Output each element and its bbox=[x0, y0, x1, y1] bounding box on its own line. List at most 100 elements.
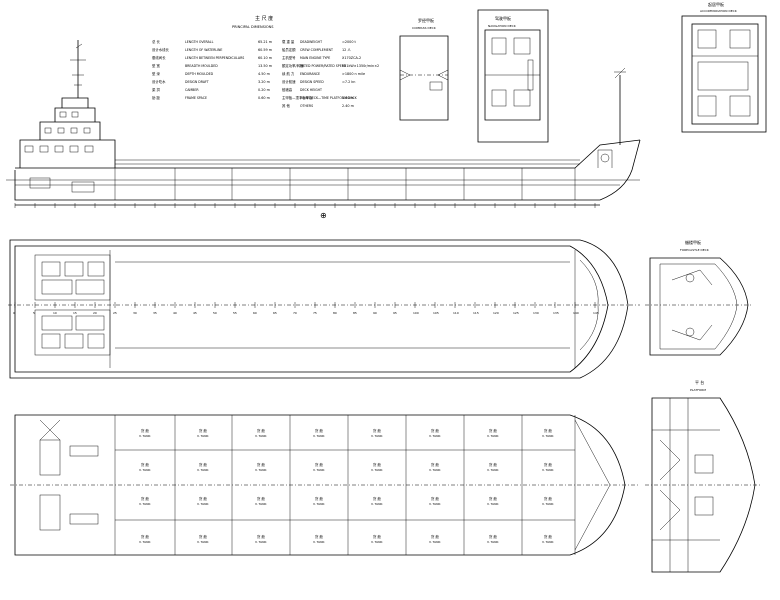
hold-label-cn: 货 舱 bbox=[199, 534, 207, 539]
deck-tick-label: 55 bbox=[233, 311, 237, 315]
hold-label-cn: 货 舱 bbox=[315, 496, 323, 501]
dim-value: 4.50 m bbox=[258, 72, 271, 76]
hold-label-en: V. TANK bbox=[487, 434, 499, 438]
hold-label-cn: 货 舱 bbox=[489, 534, 497, 539]
deck-tick-label: 95 bbox=[393, 311, 397, 315]
dim-right-en: DEADWEIGHT bbox=[300, 40, 322, 44]
hold-label-en: V. TANK bbox=[371, 468, 383, 472]
hold-label-en: V. TANK bbox=[487, 468, 499, 472]
hold-label-en: V. TANK bbox=[197, 540, 209, 544]
hold-label-en: V. TANK bbox=[255, 434, 267, 438]
hold-label-en: V. TANK bbox=[371, 434, 383, 438]
dimensions-title-en: PRINCIPAL DIMENSIONS bbox=[232, 25, 274, 29]
dim-right-en: CREW COMPLEMENT bbox=[300, 48, 333, 52]
hold-label-en: V. TANK bbox=[313, 502, 325, 506]
hold-label-en: V. TANK bbox=[542, 502, 554, 506]
dimensions-table: 主 尺 度 PRINCIPAL DIMENSIONS 总 长 LENGTH OVE… bbox=[152, 15, 379, 108]
hold-label-en: V. TANK bbox=[255, 468, 267, 472]
deck-tick-label: 45 bbox=[193, 311, 197, 315]
hold-label-cn: 货 舱 bbox=[373, 462, 381, 467]
midship-mark: ⊕ bbox=[320, 211, 327, 220]
dim-right-cn: 舷墙高 bbox=[282, 87, 293, 92]
dim-right-en: DECK HEIGHT bbox=[300, 88, 322, 92]
deck-tick-label: 70 bbox=[293, 311, 297, 315]
dim-symbol-cn: 总 长 bbox=[152, 39, 160, 44]
dim-name-en: BREADTH MOULDED bbox=[185, 64, 218, 68]
hold-label-en: V. TANK bbox=[487, 502, 499, 506]
nav-title-en: NAVIGATION DECK bbox=[488, 24, 517, 28]
dim-symbol-cn: 设计水线长 bbox=[152, 47, 170, 52]
deck-tick-label: 135 bbox=[553, 311, 559, 315]
hold-label-en: V. TANK bbox=[429, 540, 441, 544]
hold-label-cn: 货 舱 bbox=[431, 534, 439, 539]
hold-label-cn: 货 舱 bbox=[257, 496, 265, 501]
deck-tick-label: 100 bbox=[413, 311, 419, 315]
dim-value: 0.60 m bbox=[258, 96, 271, 100]
dim-symbol-cn: 型 深 bbox=[152, 71, 160, 76]
hold-label-cn: 货 舱 bbox=[315, 534, 323, 539]
hold-label-cn: 货 舱 bbox=[489, 462, 497, 467]
hold-label-cn: 货 舱 bbox=[199, 462, 207, 467]
hold-label-cn: 货 舱 bbox=[257, 428, 265, 433]
dim-name-en: DESIGN DRAFT bbox=[185, 80, 209, 84]
deck-tick-label: 105 bbox=[433, 311, 439, 315]
nav-title-cn: 驾驶甲板 bbox=[495, 15, 511, 21]
hold-label-en: V. TANK bbox=[371, 540, 383, 544]
compass-deck-view: 罗经甲板 COMPASS DECK bbox=[399, 17, 449, 121]
dim-symbol-cn: 型 宽 bbox=[152, 63, 160, 68]
deck-tick-label: 90 bbox=[373, 311, 377, 315]
deck-tick-label: 20 bbox=[93, 311, 97, 315]
navigation-deck-view: 驾驶甲板 NAVIGATION DECK bbox=[477, 9, 549, 143]
platform-title-en: PLATFORM bbox=[690, 388, 706, 392]
hold-label-cn: 货 舱 bbox=[141, 496, 149, 501]
accommodation-deck-view: 起居甲板 ACCOMMODATION DECK bbox=[681, 1, 767, 133]
dim-right-value: 2.40 m bbox=[342, 104, 355, 108]
hold-label-en: V. TANK bbox=[487, 540, 499, 544]
hold-label-en: V. TANK bbox=[197, 502, 209, 506]
hold-label-en: V. TANK bbox=[313, 540, 325, 544]
hold-label-en: V. TANK bbox=[313, 468, 325, 472]
deck-tick-label: 115 bbox=[473, 311, 479, 315]
hold-label-cn: 货 舱 bbox=[489, 428, 497, 433]
forecastle-deck-view: 艏楼甲板 FORECASTLE DECK bbox=[645, 239, 752, 356]
hold-label-en: V. TANK bbox=[429, 434, 441, 438]
dim-right-value: ≈7.2 kn bbox=[342, 80, 355, 84]
hold-label-cn: 货 舱 bbox=[489, 496, 497, 501]
dim-name-en: FRAME SPACE bbox=[185, 96, 207, 100]
upper-title-en: ACCOMMODATION DECK bbox=[700, 9, 738, 13]
deck-tick-label: 10 bbox=[53, 311, 57, 315]
hold-label-cn: 货 舱 bbox=[141, 534, 149, 539]
hold-label-cn: 货 舱 bbox=[199, 496, 207, 501]
dim-symbol-cn: 肋 距 bbox=[152, 95, 160, 100]
dim-value: 60.10 m bbox=[258, 56, 273, 60]
deck-tick-label: 65 bbox=[273, 311, 277, 315]
deck-tick-label: 85 bbox=[353, 311, 357, 315]
hold-label-cn: 货 舱 bbox=[257, 534, 265, 539]
hold-label-en: V. TANK bbox=[542, 540, 554, 544]
hold-label-cn: 货 舱 bbox=[141, 428, 149, 433]
hold-label-cn: 货 舱 bbox=[315, 428, 323, 433]
hold-label-cn: 货 舱 bbox=[544, 462, 552, 467]
dim-value: 13.50 m bbox=[258, 64, 273, 68]
dim-right-value: ≈2000 t bbox=[342, 40, 357, 44]
hold-label-en: V. TANK bbox=[542, 468, 554, 472]
platform-view: 平 台 PLATFORM bbox=[645, 379, 760, 573]
dimensions-title-cn: 主 尺 度 bbox=[255, 15, 273, 22]
dim-right-cn: 载 重 量 bbox=[282, 39, 295, 44]
dim-right-cn: 设计航速 bbox=[282, 79, 296, 84]
dim-right-en: MAIN DECK—TIME PLATFORM DECK bbox=[300, 96, 358, 100]
hold-label-cn: 货 舱 bbox=[431, 496, 439, 501]
deck-tick-label: 60 bbox=[253, 311, 257, 315]
dim-name-en: LENGTH OF WATERLINE bbox=[185, 48, 222, 52]
dim-name-en: LENGTH OVERALL bbox=[185, 40, 214, 44]
deck-tick-label: 35 bbox=[153, 311, 157, 315]
deck-tick-label: 125 bbox=[513, 311, 519, 315]
hold-label-en: V. TANK bbox=[139, 434, 151, 438]
